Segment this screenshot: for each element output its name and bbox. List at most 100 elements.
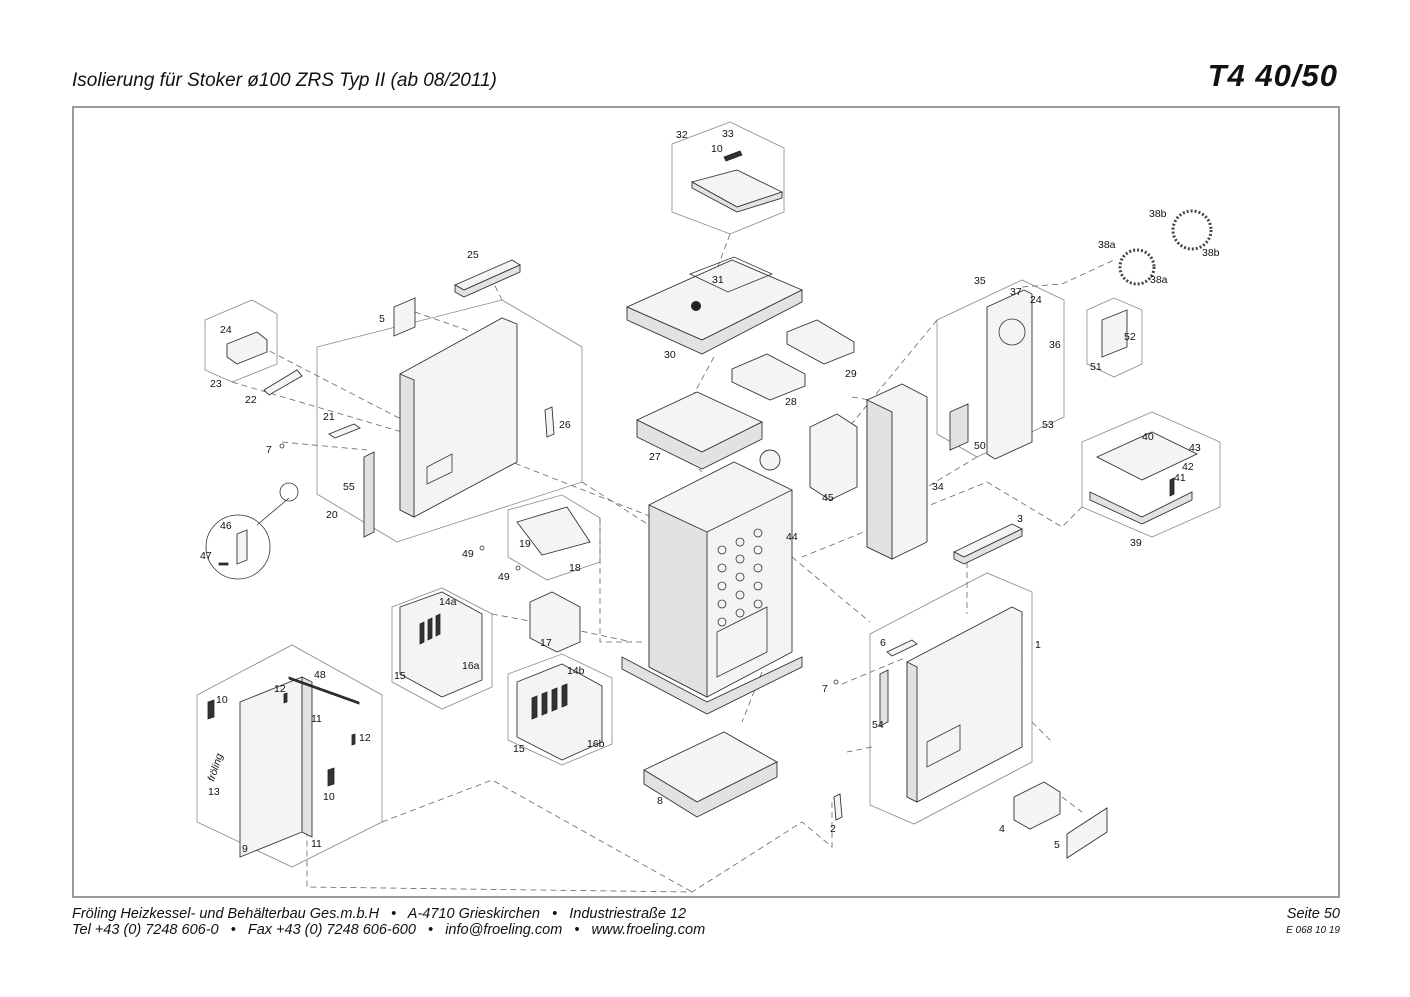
part-label: 41 xyxy=(1174,472,1186,484)
part-label: 16a xyxy=(462,660,480,672)
group-outline-part-23 xyxy=(204,299,278,383)
group-outline-top-cover xyxy=(671,121,785,235)
part-label: 38a xyxy=(1150,274,1168,286)
part-label: 23 xyxy=(210,378,222,390)
part-label: 48 xyxy=(314,669,326,681)
footer-address-line: Fröling Heizkessel- und Behälterbau Ges.… xyxy=(72,906,686,922)
part-label: 12 xyxy=(274,683,286,695)
part-4-block xyxy=(1013,781,1061,830)
group-outline-part-51 xyxy=(1086,297,1143,378)
part-21-bracket xyxy=(328,423,361,439)
document-number: E 068 10 19 xyxy=(1286,925,1340,936)
part-5-plate-right xyxy=(1066,807,1108,859)
part-label: 38b xyxy=(1202,247,1220,259)
part-label: 8 xyxy=(657,795,663,807)
part-label: 17 xyxy=(540,637,552,649)
part-45-cover xyxy=(809,413,858,501)
part-label: 5 xyxy=(379,313,385,325)
part-label: 35 xyxy=(974,275,986,287)
page-number: Seite 50 xyxy=(1286,906,1340,922)
footer-company: Fröling Heizkessel- und Behälterbau Ges.… xyxy=(72,906,380,922)
part-20-side-panel xyxy=(399,317,518,518)
part-label: 15 xyxy=(513,743,525,755)
part-38a-ring xyxy=(1118,248,1156,286)
part-label: 24 xyxy=(1030,294,1042,306)
part-label: 55 xyxy=(343,481,355,493)
part-1-side-panel xyxy=(906,606,1023,803)
boiler-base xyxy=(621,656,803,715)
part-label: 11 xyxy=(311,838,322,850)
part-26-bracket xyxy=(544,406,555,438)
footer-fax: Fax +43 (0) 7248 606-600 xyxy=(247,922,416,938)
footer-city: A-4710 Grieskirchen xyxy=(407,906,540,922)
part-label: 51 xyxy=(1090,361,1102,373)
part-14b-panel xyxy=(516,663,603,761)
part-label: 49 xyxy=(462,548,474,560)
part-label: 1 xyxy=(1035,639,1041,651)
group-outline-part-14a xyxy=(391,587,493,710)
part-label: 36 xyxy=(1049,339,1061,351)
part-label: 49 xyxy=(498,571,510,583)
brand-mark: fröling xyxy=(205,752,225,783)
part-54-strip xyxy=(879,669,889,727)
part-label: 14a xyxy=(439,596,457,608)
part-label: 31 xyxy=(712,274,724,286)
boiler-ports xyxy=(717,528,763,627)
footer-contact-line: Tel +43 (0) 7248 606-0 • Fax +43 (0) 724… xyxy=(72,922,705,938)
part-label: 45 xyxy=(822,492,834,504)
group-outline-right-side xyxy=(869,572,1033,825)
part-label: 7 xyxy=(266,444,272,456)
part-label: 30 xyxy=(664,349,676,361)
part-label: 43 xyxy=(1189,442,1201,454)
part-label: 3 xyxy=(1017,513,1023,525)
part-label: 5 xyxy=(1054,839,1060,851)
part-6-bracket xyxy=(886,639,918,657)
boiler-flue xyxy=(759,449,781,471)
part-label: 46 xyxy=(220,520,232,532)
part-label: 16b xyxy=(587,738,605,750)
footer-street: Industriestraße 12 xyxy=(569,906,687,922)
footer-bullet: • xyxy=(391,906,397,922)
part-14a-panel xyxy=(399,591,483,698)
group-outline-part-14b xyxy=(507,653,613,766)
part-label: 2 xyxy=(830,823,836,835)
part-label: 53 xyxy=(1042,419,1054,431)
part-23-bracket xyxy=(226,331,268,365)
part-label: 27 xyxy=(649,451,661,463)
part-48-rod xyxy=(288,676,360,705)
part-label: 54 xyxy=(872,719,884,731)
part-label: 50 xyxy=(974,440,986,452)
part-number-labels: 32 33 10 31 30 29 28 27 25 5 24 23 22 21… xyxy=(200,128,1220,855)
part-label: 21 xyxy=(323,411,335,423)
part-55-strip xyxy=(363,451,375,538)
part-label: 22 xyxy=(245,394,257,406)
part-label: 29 xyxy=(845,368,857,380)
detail-circle-46 xyxy=(205,514,271,580)
part-label: 12 xyxy=(359,732,371,744)
footer-bullet: • xyxy=(428,922,434,938)
part-28-insulation xyxy=(731,353,806,401)
footer-bullet: • xyxy=(230,922,236,938)
part-label: 10 xyxy=(323,791,335,803)
model-name: T4 40/50 xyxy=(1207,58,1338,93)
part-9-front-door xyxy=(239,676,303,858)
part-label: 34 xyxy=(932,481,944,493)
part-label: 11 xyxy=(311,713,322,725)
part-label: 42 xyxy=(1182,461,1194,473)
part-label: 9 xyxy=(242,843,248,855)
part-label: 26 xyxy=(559,419,571,431)
part-label: 20 xyxy=(326,509,338,521)
group-outline-back-panel xyxy=(936,279,1065,458)
part-label: 10 xyxy=(711,143,723,155)
page-title: Isolierung für Stoker ø100 ZRS Typ II (a… xyxy=(72,70,497,91)
part-label: 18 xyxy=(569,562,581,574)
footer-bullet: • xyxy=(574,922,580,938)
part-29-insulation xyxy=(786,319,855,365)
part-label: 40 xyxy=(1142,431,1154,443)
part-22-bracket xyxy=(263,369,303,396)
part-label: 4 xyxy=(999,823,1005,835)
part-label: 7 xyxy=(822,683,828,695)
exploded-view-frame: fröling 32 33 10 31 30 29 28 27 25 5 24 … xyxy=(72,106,1340,898)
footer-tel: Tel +43 (0) 7248 606-0 xyxy=(72,922,219,938)
part-38b-ring xyxy=(1171,209,1213,251)
